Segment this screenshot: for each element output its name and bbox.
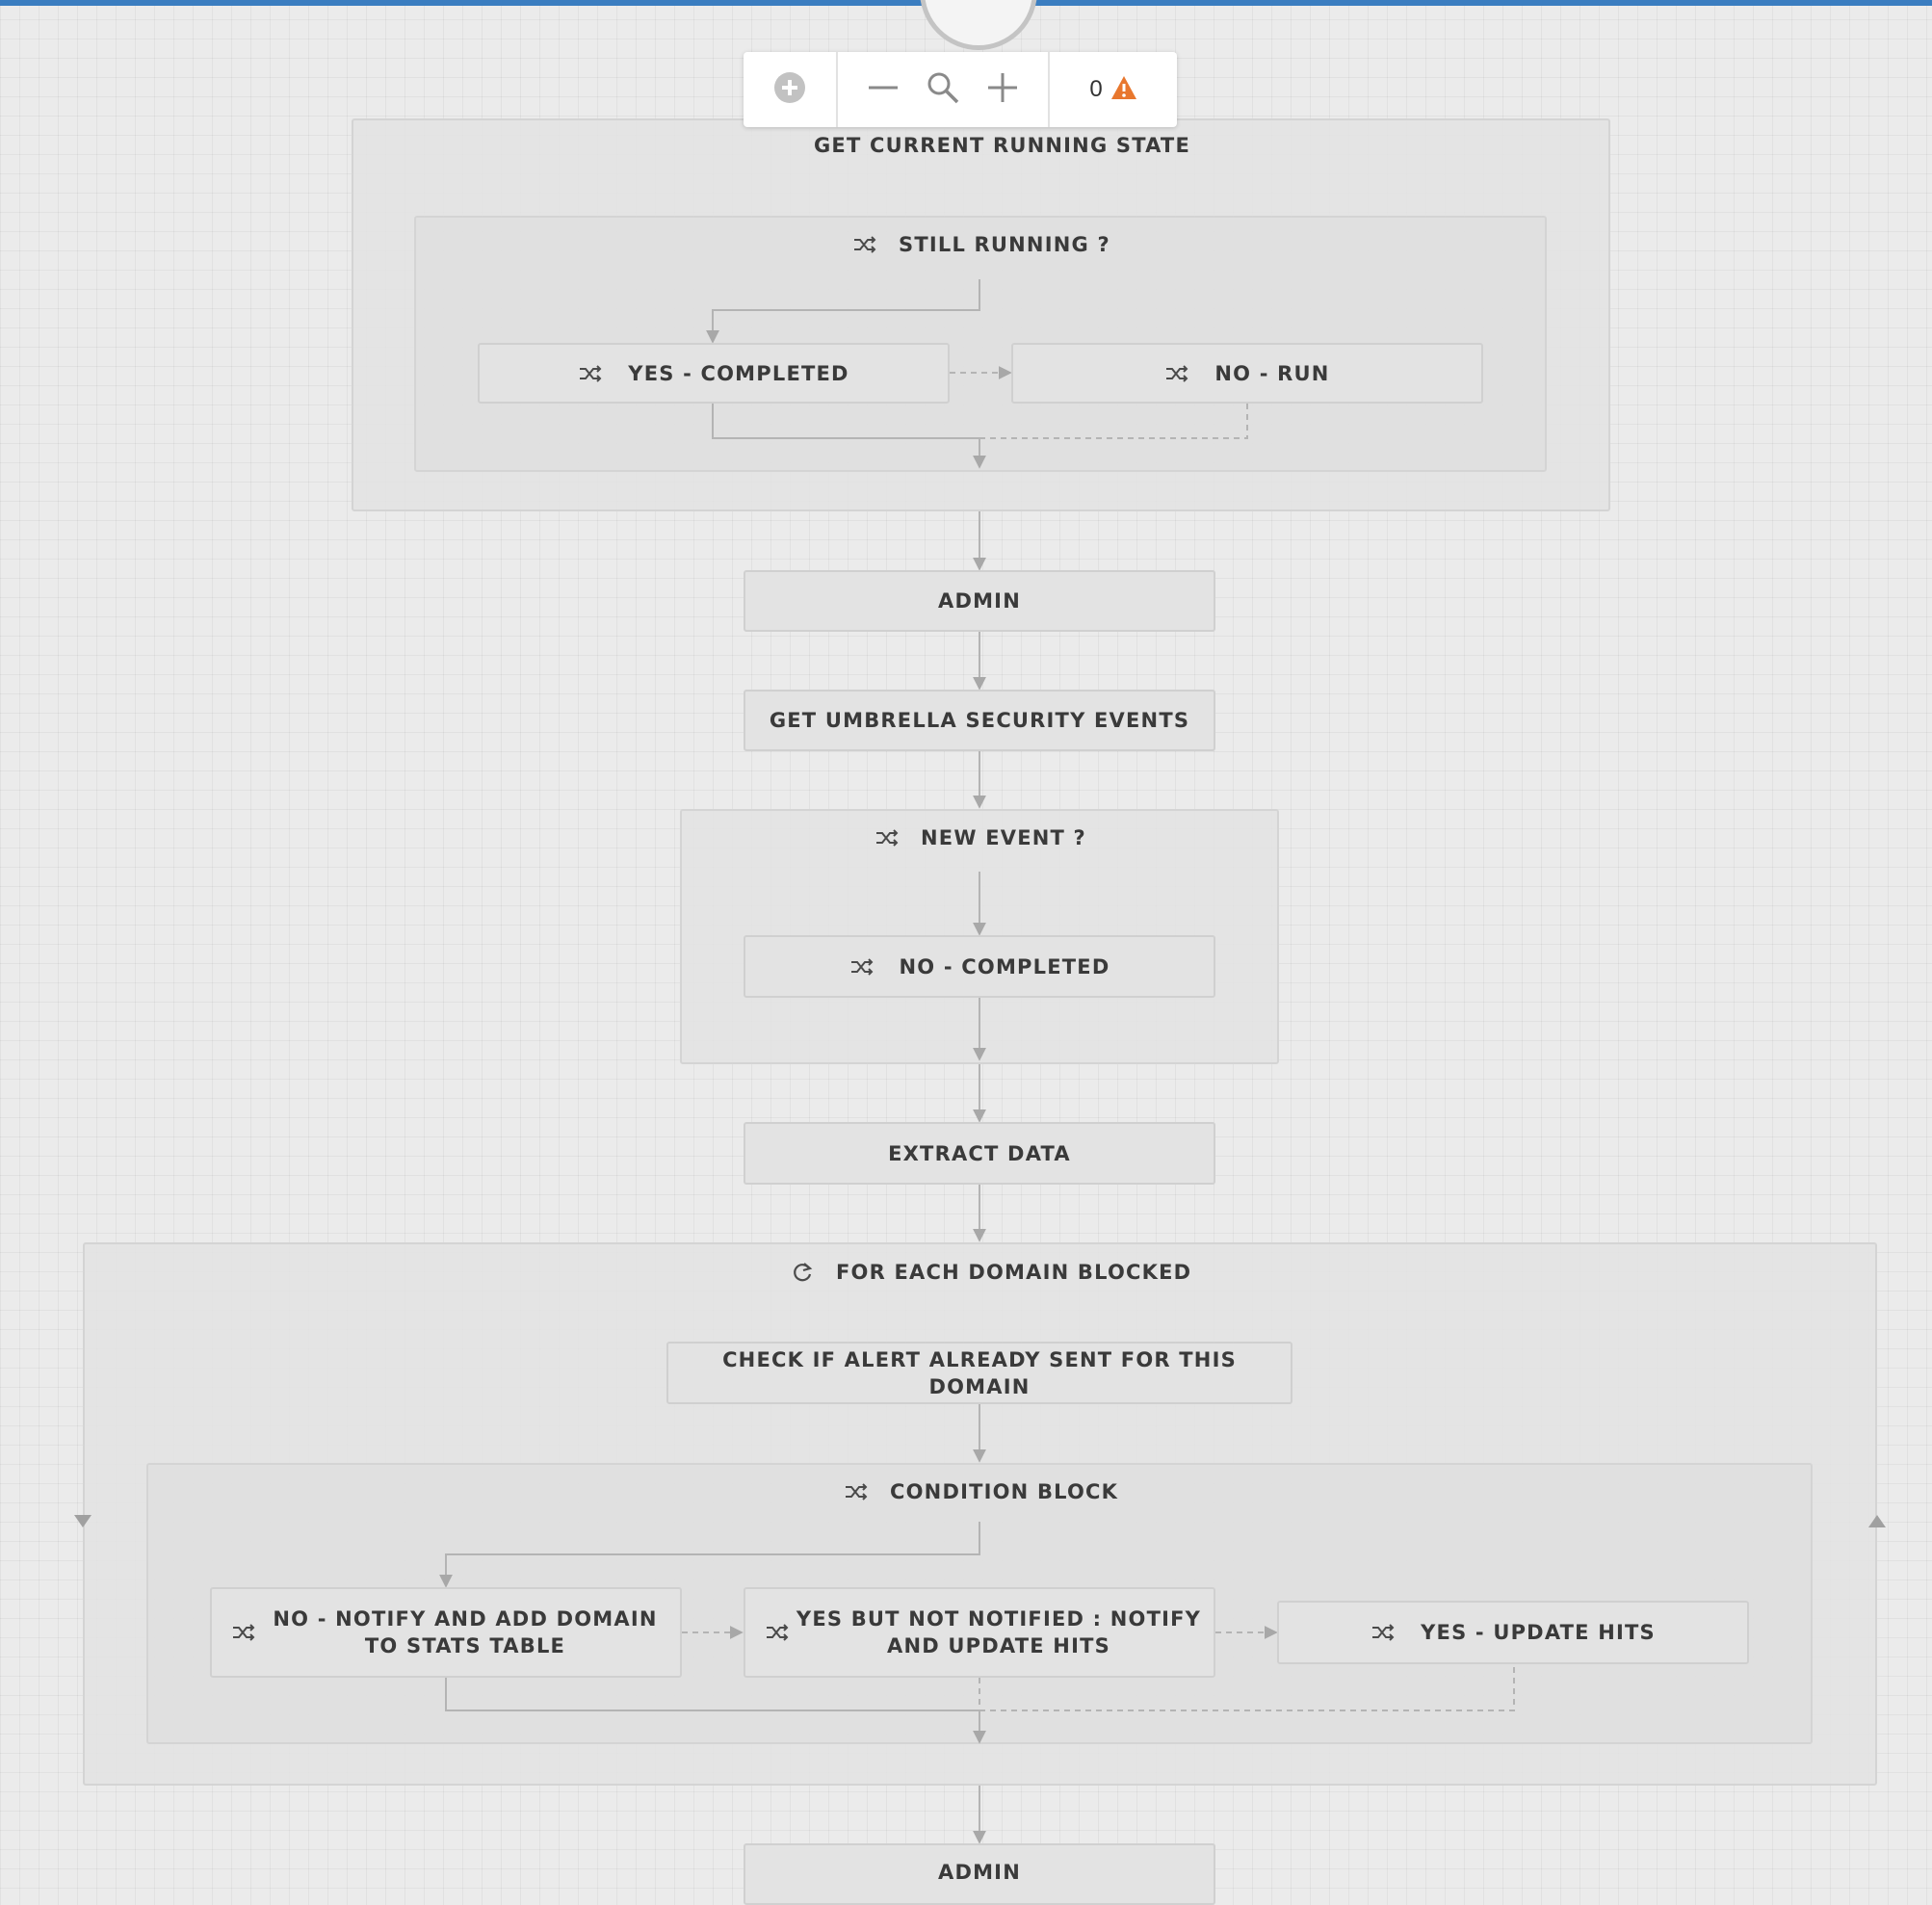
warning-count: 0 [1089, 76, 1103, 102]
node-label-line2: TO STATS TABLE [364, 1634, 566, 1657]
group-title-get-current-running-state: GET CURRENT RUNNING STATE [814, 134, 1190, 157]
node-yes-but-not-notified[interactable]: YES BUT NOT NOTIFIED : NOTIFY AND UPDATE… [744, 1587, 1215, 1678]
node-get-umbrella-security-events[interactable]: GET UMBRELLA SECURITY EVENTS [744, 690, 1215, 751]
group-title-condition-block: CONDITION BLOCK [844, 1479, 1118, 1504]
add-circle-icon [773, 71, 806, 108]
node-check-alert-already-sent[interactable]: CHECK IF ALERT ALREADY SENT FOR THIS DOM… [666, 1342, 1292, 1404]
node-label-line1: NO - NOTIFY AND ADD DOMAIN [273, 1607, 658, 1631]
shuffle-icon [231, 1620, 256, 1645]
canvas-toolbar: 0 [744, 52, 1177, 127]
node-admin[interactable]: ADMIN [744, 570, 1215, 632]
node-admin-2[interactable]: ADMIN [744, 1843, 1215, 1905]
shuffle-icon [1164, 361, 1189, 386]
node-extract-data[interactable]: EXTRACT DATA [744, 1122, 1215, 1185]
shuffle-icon [1371, 1620, 1396, 1645]
warning-icon [1110, 75, 1137, 104]
node-yes-update-hits[interactable]: YES - UPDATE HITS [1277, 1601, 1749, 1664]
group-title-new-event: NEW EVENT ? [875, 825, 1086, 850]
shuffle-icon [852, 232, 877, 257]
node-label-line1: YES BUT NOT NOTIFIED : NOTIFY [796, 1607, 1202, 1631]
shuffle-icon [765, 1620, 790, 1645]
shuffle-icon [844, 1479, 869, 1504]
zoom-out-icon [867, 71, 900, 108]
add-block-button[interactable] [760, 60, 820, 119]
warnings-indicator[interactable]: 0 [1048, 52, 1177, 127]
zoom-in-button[interactable] [973, 60, 1032, 119]
node-label-line2: AND UPDATE HITS [887, 1634, 1110, 1657]
loop-icon [790, 1260, 815, 1285]
shuffle-icon [875, 825, 900, 850]
node-no-notify-add-domain[interactable]: NO - NOTIFY AND ADD DOMAIN TO STATS TABL… [210, 1587, 682, 1678]
zoom-in-icon [986, 71, 1019, 108]
node-yes-completed[interactable]: YES - COMPLETED [478, 343, 950, 404]
zoom-search-icon [926, 70, 960, 109]
shuffle-icon [849, 954, 875, 979]
group-title-for-each-domain-blocked: FOR EACH DOMAIN BLOCKED [790, 1260, 1191, 1285]
shuffle-icon [578, 361, 603, 386]
group-title-still-running: STILL RUNNING ? [852, 232, 1110, 257]
node-no-run[interactable]: NO - RUN [1011, 343, 1483, 404]
zoom-out-button[interactable] [853, 60, 913, 119]
node-no-completed[interactable]: NO - COMPLETED [744, 935, 1215, 998]
zoom-fit-button[interactable] [913, 60, 973, 119]
